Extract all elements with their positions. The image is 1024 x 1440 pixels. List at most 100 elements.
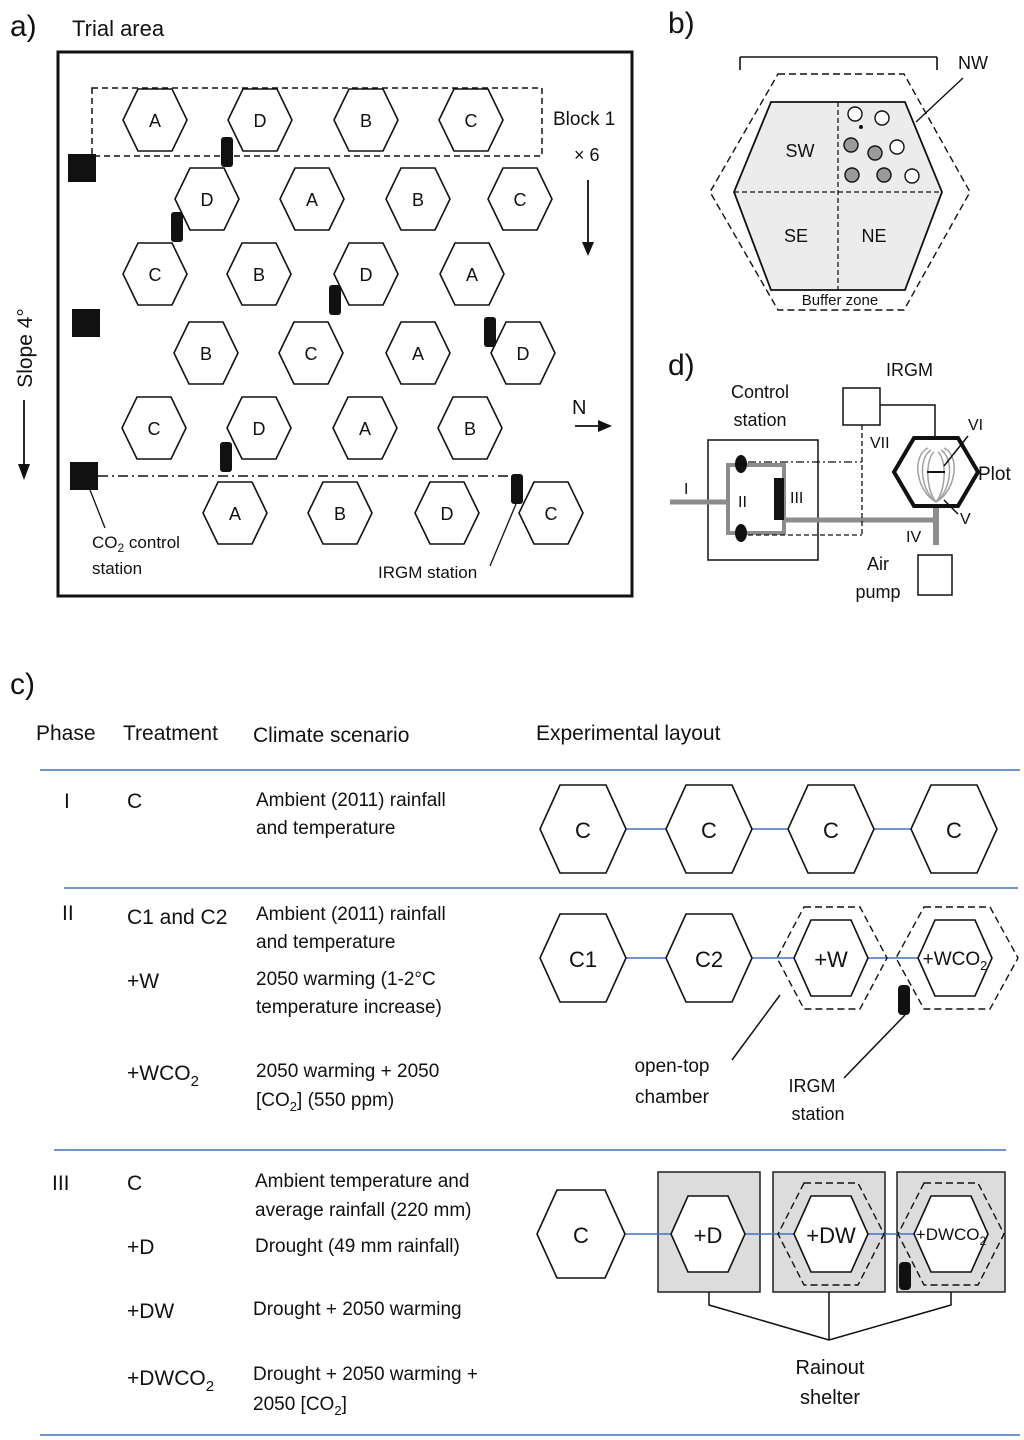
header-treatment: Treatment bbox=[123, 722, 218, 745]
panel-a-label: a) bbox=[10, 10, 37, 43]
open-top-chamber-outline bbox=[895, 906, 1019, 1010]
open-top-chamber-label-line2: chamber bbox=[635, 1087, 710, 1108]
scenario-ambient-average: Ambient temperature and bbox=[255, 1171, 469, 1192]
open-top-chamber-outline bbox=[897, 1182, 1005, 1286]
plot-label: C bbox=[465, 111, 478, 131]
scenario-warming-line2: temperature increase) bbox=[256, 997, 442, 1018]
sampling-point-filled bbox=[876, 167, 892, 183]
plot-hexagon bbox=[226, 242, 292, 306]
co2-station-leader bbox=[89, 489, 106, 529]
block-1-outline bbox=[91, 87, 543, 157]
phase-iii: III bbox=[52, 1172, 70, 1195]
buffer-zone-outline bbox=[709, 73, 971, 311]
layout-plot bbox=[539, 784, 627, 874]
layout-plot bbox=[917, 919, 993, 997]
plot-label: C bbox=[514, 190, 527, 210]
irgm-station-label: IRGM station bbox=[378, 563, 477, 582]
plot-hexagon bbox=[307, 481, 373, 545]
treatment-d: +D bbox=[127, 1236, 154, 1259]
north-label: N bbox=[572, 397, 586, 419]
plot-label: B bbox=[360, 111, 372, 131]
scenario-ambient-average-line2: average rainfall (220 mm) bbox=[255, 1200, 471, 1221]
plot-hexagon bbox=[122, 88, 188, 152]
quadrant-sw: SW bbox=[786, 141, 815, 161]
irgm-station-label: IRGM bbox=[789, 1076, 836, 1096]
plot-label: B bbox=[464, 419, 476, 439]
layout-plot-label: C bbox=[823, 818, 839, 843]
plot-hexagon bbox=[121, 396, 187, 460]
label-vi-leader bbox=[943, 435, 969, 467]
quadrant-se: SE bbox=[784, 226, 808, 246]
sampling-point-dot bbox=[859, 125, 863, 129]
layout-plot bbox=[539, 913, 627, 1003]
irgm-station-label-line2: station bbox=[791, 1104, 844, 1124]
control-station-label: Control bbox=[731, 382, 789, 402]
panel-d: d) Control station IRGM Plot Air pump bbox=[668, 349, 1011, 602]
gas-dispersion-tubes bbox=[917, 447, 955, 503]
layout-plot bbox=[793, 1195, 869, 1273]
treatment-dw: +DW bbox=[127, 1300, 174, 1323]
shelter-leader bbox=[828, 1292, 952, 1341]
sampling-point-filled bbox=[843, 137, 859, 153]
open-top-chamber-label: open-top bbox=[634, 1056, 709, 1077]
treatment-c1-c2: C1 and C2 bbox=[127, 906, 227, 929]
co2-control-station-marker bbox=[68, 154, 96, 182]
treatment-c: C bbox=[127, 1172, 142, 1195]
layout-plot-label: +DWCO2 bbox=[916, 1225, 987, 1248]
scenario-drought-warming: Drought + 2050 warming bbox=[253, 1299, 462, 1320]
plot-hexagon bbox=[385, 321, 451, 385]
phase-i: I bbox=[64, 790, 70, 813]
trial-area-border bbox=[56, 50, 634, 598]
layout-plot-label: C2 bbox=[695, 947, 723, 972]
layout-plot-label: C bbox=[946, 818, 962, 843]
scenario-ambient: Ambient (2011) rainfall bbox=[256, 904, 446, 925]
plot-hexagon bbox=[333, 88, 399, 152]
plot-label: C bbox=[545, 504, 558, 524]
layout-plot-label: C1 bbox=[569, 947, 597, 972]
plot-label: B bbox=[200, 344, 212, 364]
label-iii: III bbox=[790, 490, 803, 507]
layout-plot-label: +W bbox=[814, 947, 848, 972]
plot-label: D bbox=[253, 419, 266, 439]
scenario-ambient-line2: and temperature bbox=[256, 932, 395, 953]
panel-c-label: c) bbox=[10, 668, 35, 701]
plot-label: B bbox=[334, 504, 346, 524]
open-top-chamber-leader bbox=[731, 994, 781, 1061]
plot-hexagon bbox=[332, 396, 398, 460]
air-pump-box bbox=[917, 554, 953, 596]
phase-ii: II bbox=[62, 902, 74, 925]
plot-hexagon bbox=[227, 88, 293, 152]
layout-plot bbox=[665, 784, 753, 874]
label-vii: VII bbox=[870, 435, 890, 452]
scenario-drought-warming-co2-line2: 2050 [CO2] bbox=[253, 1394, 347, 1418]
layout-plot-label: +WCO2 bbox=[923, 949, 988, 973]
irgm-label: IRGM bbox=[886, 360, 933, 380]
panel-b: b) SW SE NE Buffer zone NW bbox=[668, 7, 988, 311]
plot-label: C bbox=[149, 265, 162, 285]
block-1-label: Block 1 bbox=[553, 109, 615, 130]
plot-hexagon bbox=[226, 396, 292, 460]
solenoid-valve bbox=[735, 455, 747, 473]
slope-label: Slope 4° bbox=[14, 308, 37, 388]
solenoid-valve bbox=[735, 524, 747, 542]
plot-hexagon bbox=[490, 321, 556, 385]
plot-label: A bbox=[359, 419, 371, 439]
plot-label: B bbox=[412, 190, 424, 210]
layout-plot bbox=[913, 1195, 989, 1273]
plot-hexagon bbox=[173, 321, 239, 385]
replicate-label: × 6 bbox=[574, 145, 600, 165]
co2-station-label-line2: station bbox=[92, 559, 142, 578]
label-i: I bbox=[684, 481, 688, 498]
plot-hexagon bbox=[414, 481, 480, 545]
rainout-shelter-label-line2: shelter bbox=[800, 1387, 860, 1409]
sampling-point-open bbox=[904, 168, 920, 184]
plot-label: Plot bbox=[978, 464, 1011, 485]
irgm-station-marker bbox=[171, 212, 183, 242]
plot-label: A bbox=[412, 344, 424, 364]
plot-label: A bbox=[149, 111, 161, 131]
label-vi: VI bbox=[968, 417, 983, 434]
nw-leader bbox=[915, 77, 964, 123]
plot-label: A bbox=[466, 265, 478, 285]
